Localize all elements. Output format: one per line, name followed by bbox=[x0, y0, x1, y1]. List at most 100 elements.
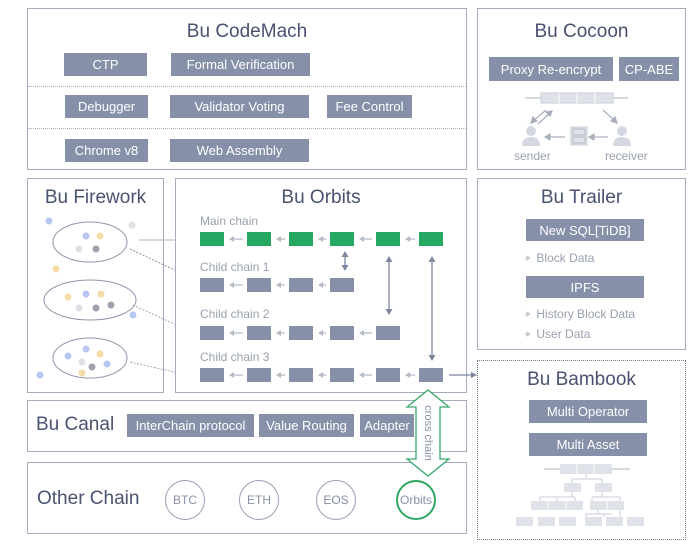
receiver-label: receiver bbox=[605, 149, 648, 163]
block bbox=[247, 326, 271, 340]
nodes bbox=[36, 217, 137, 379]
tag-validator-voting: Validator Voting bbox=[170, 95, 309, 118]
block bbox=[289, 326, 313, 340]
tag-proxy-re-encrypt: Proxy Re-encrypt bbox=[489, 57, 613, 81]
receiver-icon bbox=[613, 126, 631, 146]
divider bbox=[28, 86, 466, 87]
block bbox=[247, 232, 271, 246]
sync-arrow bbox=[428, 256, 436, 361]
block bbox=[376, 326, 400, 340]
chain-label-child-3: Child chain 3 bbox=[200, 350, 270, 364]
chain-link-arrow bbox=[359, 236, 372, 242]
block bbox=[419, 368, 443, 382]
tag-adapter: Adapter bbox=[360, 414, 414, 437]
block bbox=[376, 368, 400, 382]
block bbox=[200, 368, 224, 382]
tag-value-routing: Value Routing bbox=[259, 414, 354, 437]
node-group-ellipse bbox=[43, 279, 137, 321]
sender-label: sender bbox=[514, 149, 551, 163]
sql-item: Block Data bbox=[525, 251, 594, 265]
block bbox=[289, 368, 313, 382]
block bbox=[200, 278, 224, 292]
cocoon-panel: Bu Cocoon Proxy Re-encrypt CP-ABE sender… bbox=[477, 8, 686, 170]
block bbox=[330, 326, 354, 340]
cross-chain-label: cross chain bbox=[422, 405, 434, 461]
chain-link-arrow bbox=[359, 372, 372, 378]
block bbox=[330, 232, 354, 246]
chain-eos[interactable]: EOS bbox=[316, 480, 356, 520]
chain-link-arrow bbox=[405, 236, 415, 242]
block bbox=[330, 368, 354, 382]
block bbox=[289, 232, 313, 246]
chain-btc[interactable]: BTC bbox=[165, 480, 205, 520]
tag-cp-abe: CP-ABE bbox=[619, 57, 679, 81]
chain-eth[interactable]: ETH bbox=[239, 480, 279, 520]
ipfs-item: User Data bbox=[525, 327, 590, 341]
tag-ipfs: IPFS bbox=[526, 276, 644, 298]
chain-link-arrow bbox=[318, 236, 326, 242]
tag-chrome-v8: Chrome v8 bbox=[65, 139, 148, 162]
queue-icon bbox=[525, 92, 628, 104]
bambook-panel: Bu Bambook Multi Operator Multi Asset bbox=[477, 360, 686, 540]
tag-web-assembly: Web Assembly bbox=[170, 139, 309, 162]
chain-link-arrow bbox=[405, 372, 415, 378]
chain-link-arrow bbox=[276, 236, 285, 242]
tag-formal-verification: Formal Verification bbox=[171, 53, 310, 76]
codemach-title: Bu CodeMach bbox=[186, 21, 308, 42]
chain-link-arrow bbox=[318, 330, 326, 336]
block bbox=[200, 326, 224, 340]
bambook-title: Bu Bambook bbox=[527, 369, 636, 390]
tag-ctp: CTP bbox=[64, 53, 147, 76]
block bbox=[247, 278, 271, 292]
tag-fee-control: Fee Control bbox=[327, 95, 412, 118]
sender-icon bbox=[522, 126, 540, 146]
tag-multi-operator: Multi Operator bbox=[529, 400, 647, 423]
chain-link-arrow bbox=[229, 282, 243, 288]
cocoon-flow-arrows bbox=[543, 132, 608, 142]
chain-link-arrow bbox=[229, 372, 243, 378]
ipfs-item: History Block Data bbox=[525, 307, 635, 321]
sync-arrow bbox=[385, 256, 393, 315]
orbits-title: Bu Orbits bbox=[281, 187, 361, 208]
firework-title: Bu Firework bbox=[44, 187, 147, 208]
chain-link-arrow bbox=[276, 282, 285, 288]
chain-link-arrow bbox=[318, 282, 326, 288]
chain-orbits[interactable]: Orbits bbox=[396, 480, 436, 520]
divider bbox=[28, 128, 466, 129]
sync-arrow bbox=[341, 251, 349, 271]
block bbox=[330, 278, 354, 292]
tag-interchain-protocol: InterChain protocol bbox=[127, 414, 254, 437]
canal-title: Bu Canal bbox=[36, 414, 115, 435]
chain-link-arrow bbox=[229, 236, 243, 242]
trailer-title: Bu Trailer bbox=[540, 187, 623, 208]
tag-multi-asset: Multi Asset bbox=[529, 433, 647, 456]
to-bambook-arrow bbox=[449, 372, 477, 378]
chain-link-arrow bbox=[359, 330, 372, 336]
chain-link-arrow bbox=[318, 372, 326, 378]
other-chain-panel: Other Chain BTC ETH EOS Orbits bbox=[27, 462, 467, 534]
block bbox=[200, 232, 224, 246]
exchange-arrows-icon bbox=[530, 109, 618, 125]
block bbox=[289, 278, 313, 292]
tag-new-sql: New SQL[TiDB] bbox=[526, 219, 644, 241]
trailer-panel: Bu Trailer New SQL[TiDB] Block Data IPFS… bbox=[477, 178, 686, 350]
cocoon-title: Bu Cocoon bbox=[534, 21, 629, 42]
chain-label-child-2: Child chain 2 bbox=[200, 307, 270, 321]
block bbox=[376, 232, 400, 246]
chain-link-arrow bbox=[276, 330, 285, 336]
canal-panel: Bu Canal InterChain protocol Value Routi… bbox=[27, 400, 467, 452]
codemach-panel: Bu CodeMach CTP Formal Verification Debu… bbox=[27, 8, 467, 170]
tag-debugger: Debugger bbox=[65, 95, 148, 118]
other-chain-title: Other Chain bbox=[37, 488, 140, 509]
firework-panel: Bu Firework bbox=[27, 178, 164, 393]
chain-label-main: Main chain bbox=[200, 214, 259, 228]
block bbox=[419, 232, 443, 246]
chain-link-arrow bbox=[276, 372, 285, 378]
block bbox=[247, 368, 271, 382]
chain-label-child-1: Child chain 1 bbox=[200, 260, 270, 274]
node-group-ellipse bbox=[52, 337, 128, 379]
chain-link-arrow bbox=[229, 330, 243, 336]
